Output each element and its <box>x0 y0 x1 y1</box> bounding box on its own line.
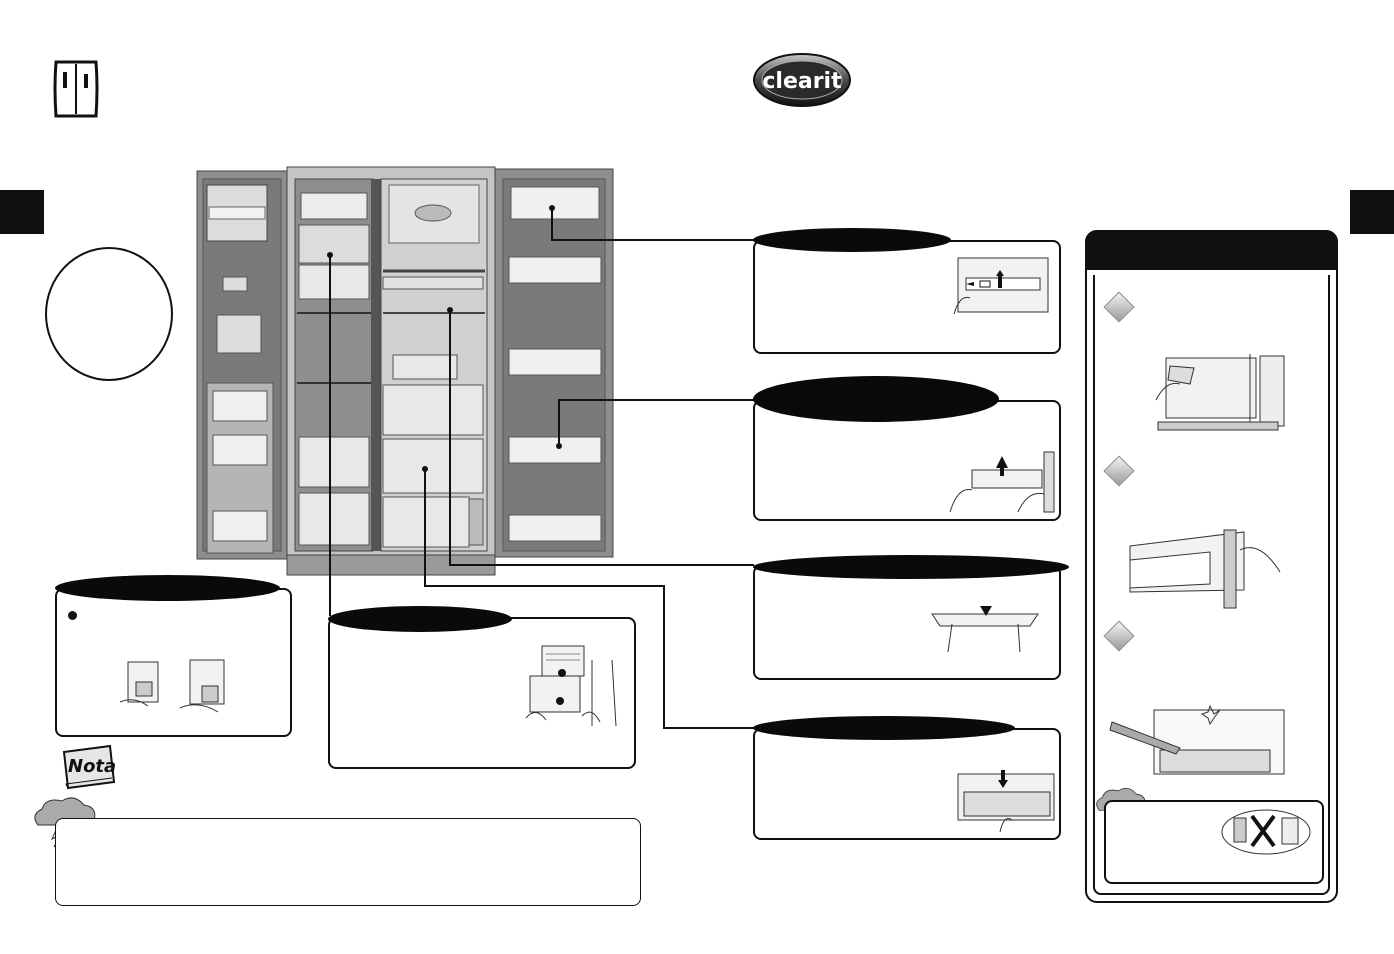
crisper-drawer-illustration <box>952 764 1058 834</box>
callout-header <box>753 228 951 252</box>
callout-header <box>328 606 512 632</box>
hand-filter-illustration <box>118 656 238 718</box>
callout-header <box>753 555 1069 579</box>
door-seal-illustration <box>1120 530 1290 610</box>
cleaning-panel-header <box>1085 230 1338 270</box>
ice-bin-illustration <box>522 640 622 728</box>
door-bin-illustration <box>948 450 1056 514</box>
note-box <box>55 818 641 906</box>
nota-label: Nota <box>68 756 116 777</box>
callout-header <box>753 376 999 422</box>
no-chemicals-illustration <box>1220 808 1312 856</box>
cleaning-wipe-illustration <box>1150 350 1288 436</box>
glass-shelf-illustration <box>926 596 1044 654</box>
callout-header <box>753 716 1015 740</box>
vacuum-grille-illustration <box>1110 700 1288 780</box>
door-shelf-illustration <box>950 254 1052 320</box>
bullet-dot <box>68 611 77 620</box>
callout-header <box>55 575 280 601</box>
